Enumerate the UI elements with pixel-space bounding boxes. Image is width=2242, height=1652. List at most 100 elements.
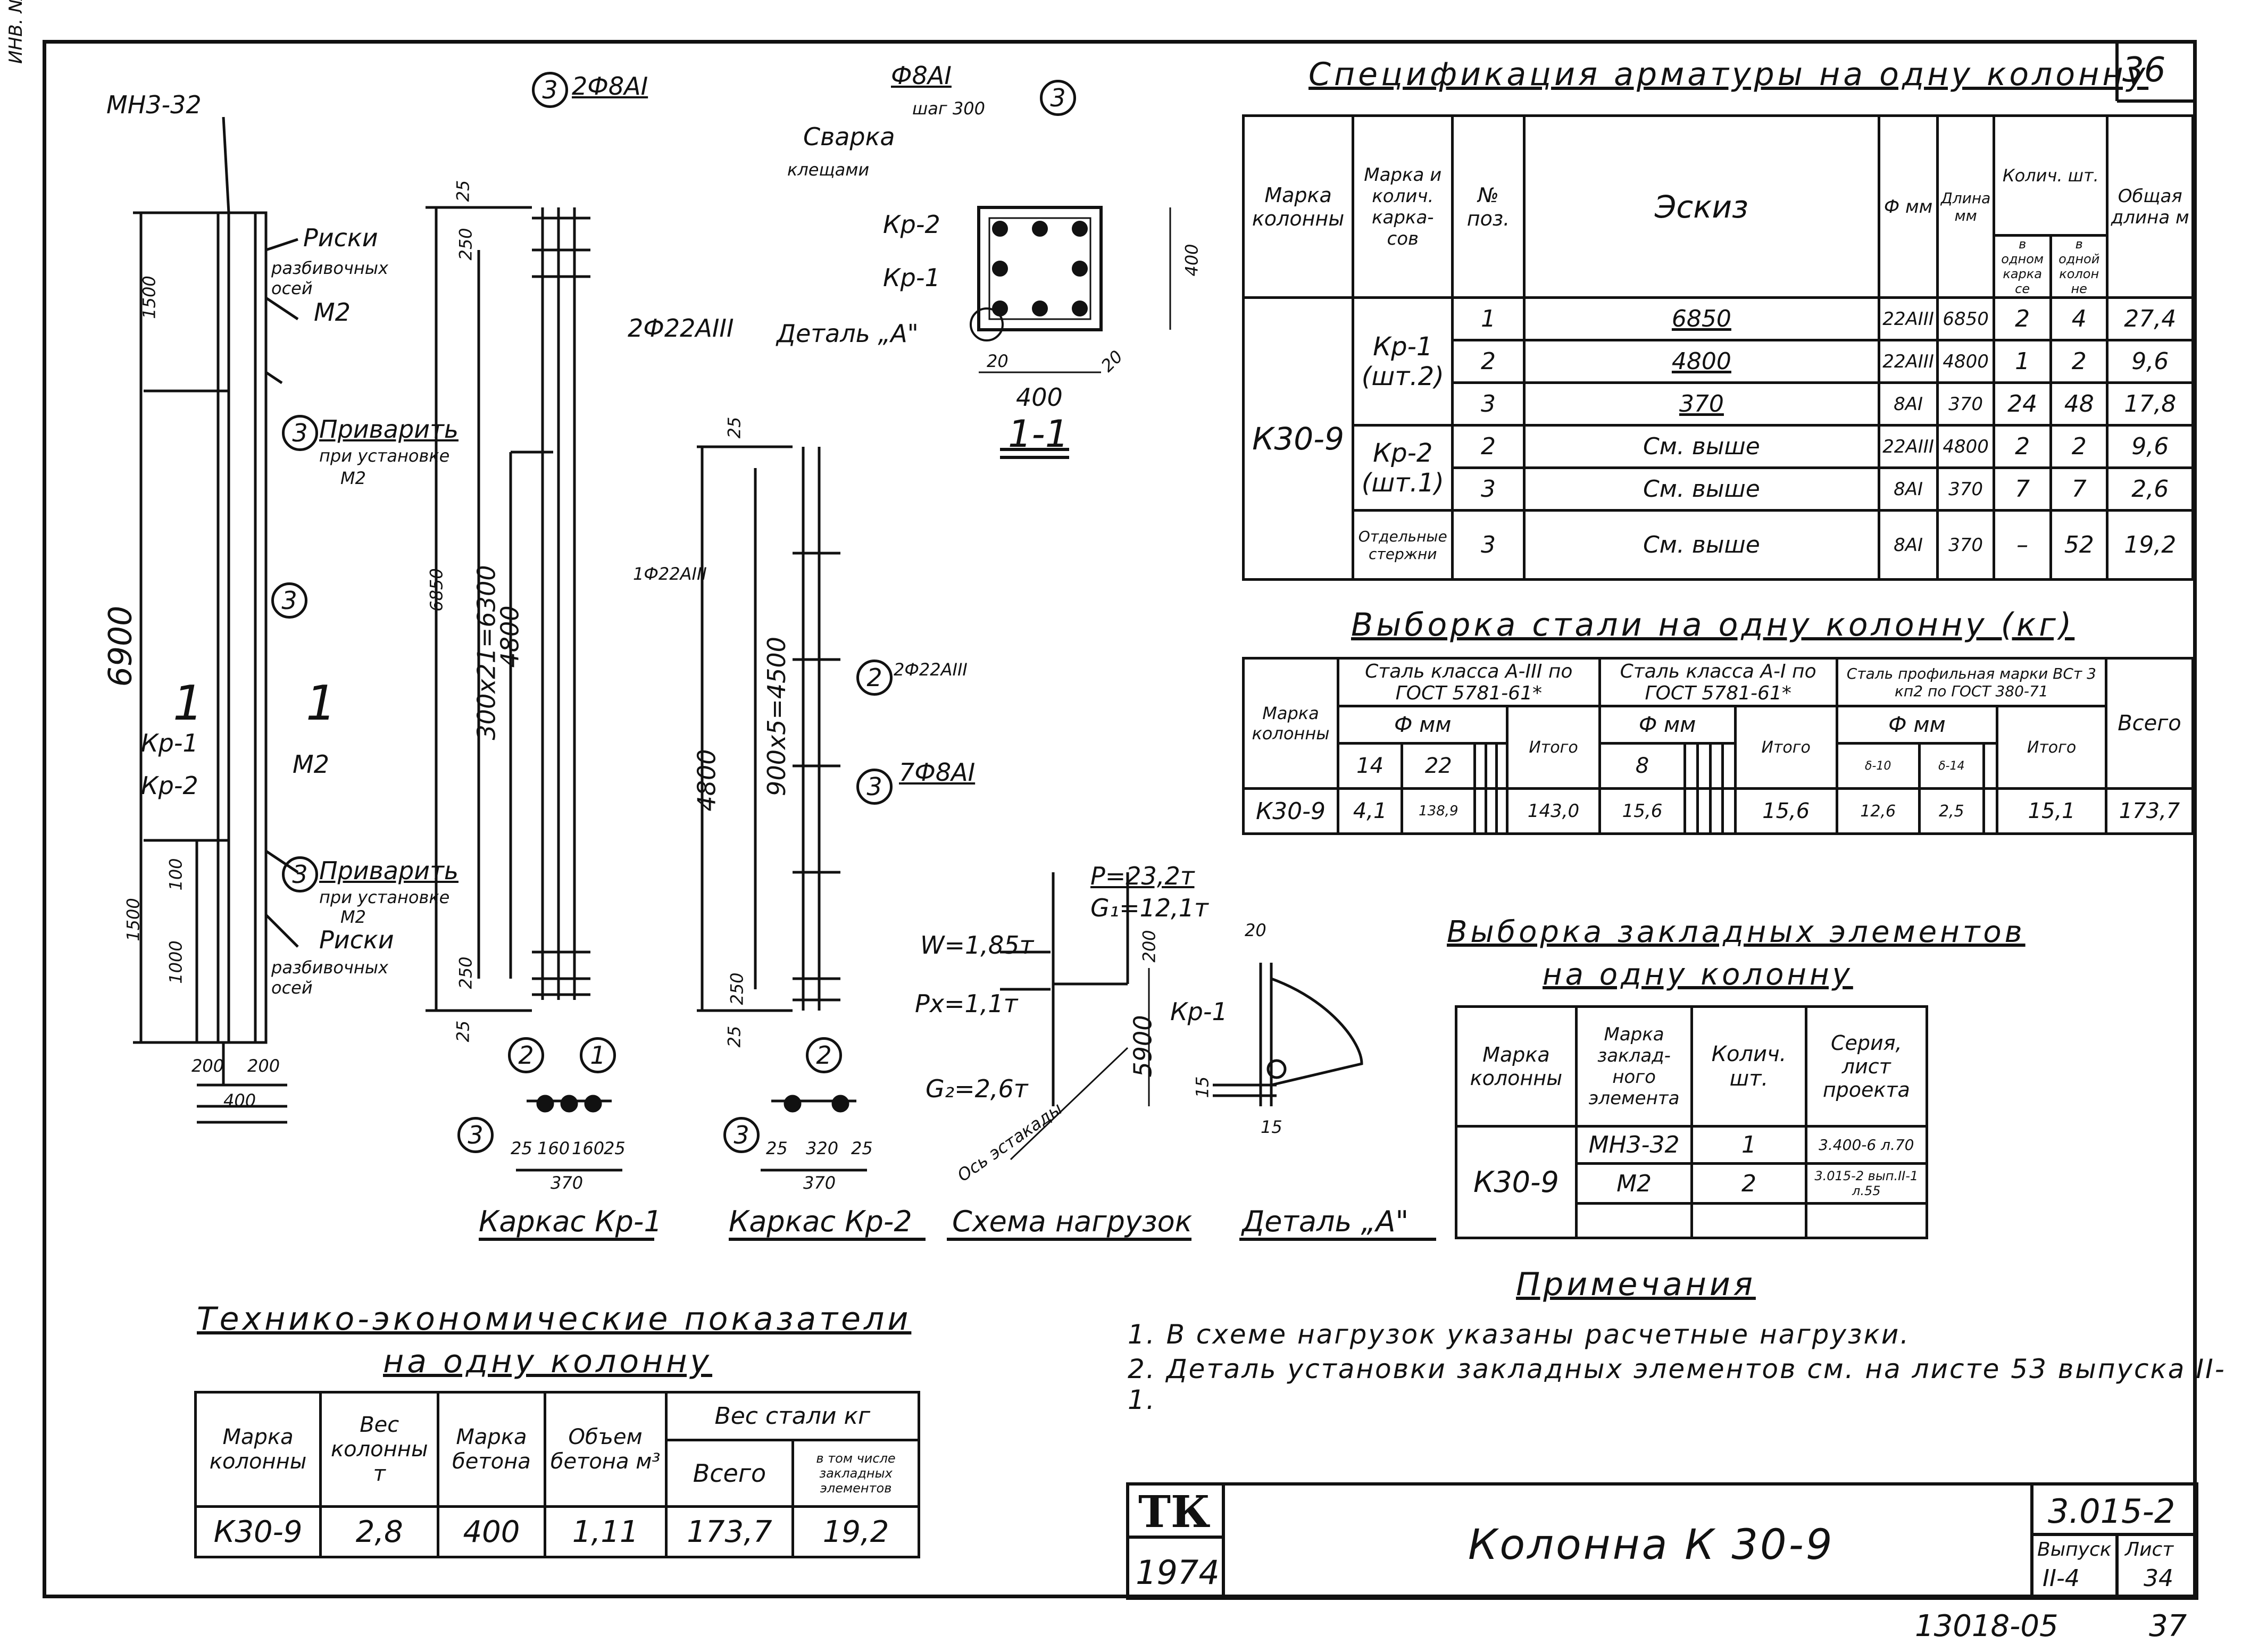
kr2-pos2-marker: 2 [856,660,893,696]
spec-phi: 22AIII [1878,424,1939,469]
kr1-sec-pos2: 2 [508,1037,544,1073]
stamp-name: Колонна К 30-9 [1468,1521,1835,1569]
spec-q2: 4 [2049,296,2109,341]
teo-concrete: 400 [437,1505,546,1558]
kr2-frame [697,445,840,1012]
steel-h-phi: Ф мм [1835,705,1999,745]
steel-val: 173,7 [2105,787,2194,835]
teo-title2: на одну колонну [383,1343,713,1380]
steel-val: 15,6 [1733,787,1838,835]
spec-group-kr1: Кр-1 (шт.2) [1352,296,1454,427]
spec-pos: 2 [1451,424,1526,469]
kr2-d25b: 25 [724,1025,745,1048]
spec-sketch: 4800 [1522,339,1881,384]
spec-h-qty-frame: в одном карка се [1993,234,2052,299]
embed-el: МН3-32 [1574,1125,1694,1165]
kr1-d25c: 25 [511,1138,532,1158]
spec-h-qty: Колич. шт. [1993,114,2109,237]
kr1-d160b: 160 [572,1138,605,1158]
teo-h-all: Всего [664,1439,795,1508]
bottom-code: 13018-05 [1915,1609,2058,1643]
steel-d: 22 [1401,742,1477,790]
spec-pos: 3 [1451,509,1526,581]
sec-svarka2: клещами [787,160,870,180]
kr1-dim-6850: 6850 [426,568,447,612]
detA-d15b: 15 [1261,1117,1282,1137]
spec-q2: 2 [2049,339,2109,384]
teo-h-volume: Объем бетона м³ [543,1391,668,1508]
spec-total: 9,6 [2106,339,2194,384]
steel-h-vsego: Всего [2105,657,2194,790]
teo-mark: К30-9 [194,1505,322,1558]
column-elevation [133,116,299,1124]
kr1-d250a: 250 [455,228,476,261]
col-kr2: Кр-2 [141,771,198,800]
col-privarit-bot: Приварить [319,856,459,885]
embed-qty: 1 [1690,1125,1807,1165]
corner-number: 36 [2122,51,2166,90]
col-dim-200b: 200 [247,1056,280,1076]
load-W: W=1,85т [920,931,1034,960]
kr2-lbl3: 7Ф8АI [899,758,976,787]
kr2-pos3-marker: 3 [856,769,893,805]
kr1-sec-pos1: 1 [580,1037,616,1073]
spec-column-mark: К30-9 [1241,296,1355,581]
section-1-1 [970,206,1171,459]
kr2-dim-4800: 4800 [692,749,721,812]
spec-len: 4800 [1936,339,1996,384]
col-riski-bot: Риски [319,925,394,954]
load-G1: G₁=12,1т [1090,894,1208,922]
spec-phi: 22AIII [1878,339,1939,384]
load-d200: 200 [1139,930,1160,963]
col-pos3-marker: 3 [282,415,318,451]
spec-h-col: Марка колонны [1241,114,1355,299]
spec-h-phi: Ф мм [1878,114,1939,299]
stamp-issue: II-4 [2043,1565,2080,1592]
teo-h-concrete: Марка бетона [437,1391,546,1508]
steel-val: 143,0 [1506,787,1601,835]
embed-col: К30-9 [1455,1125,1578,1239]
kr1-lbl1: 2Ф22АIII [628,314,734,343]
teo-all: 173,7 [664,1505,795,1558]
spec-q2: 52 [2049,509,2109,581]
detail-a [1213,963,1363,1106]
stamp-sheet: 34 [2144,1565,2173,1592]
sec-pos3-marker: 3 [1040,80,1076,116]
kr1-d250b: 250 [455,956,476,989]
spec-sketch: 370 [1522,381,1881,427]
kr2-lbl2: 2Ф22АIII [894,660,968,680]
col-top-label: МН3-32 [106,90,202,119]
embed-series: 3.400-6 л.70 [1804,1125,1929,1165]
col-dim-1500b: 1500 [123,898,144,941]
detA-caption: Деталь „А" [1242,1205,1409,1238]
spec-len: 4800 [1936,424,1996,469]
load-P: Р=23,2т [1090,862,1195,890]
spec-len: 370 [1936,381,1996,427]
steel-val: 4,1 [1336,787,1404,835]
kr1-frame [426,206,590,1012]
kr2-dim-seq: 900х5=4500 [762,637,791,796]
steel-d: 14 [1336,742,1404,790]
sec-kr2: Кр-2 [883,210,940,239]
spec-h-frame: Марка и колич. карка- сов [1352,114,1454,299]
spec-title: Спецификация арматуры на одну колонну [1308,56,2149,93]
kr2-caption: Каркас Кр-2 [729,1205,912,1238]
col-dim-1500a: 1500 [139,276,160,319]
col-dim-400: 400 [223,1090,256,1111]
spec-len: 370 [1936,466,1996,512]
steel-val: 138,9 [1401,787,1477,835]
spec-h-total: Общая длина м [2106,114,2194,299]
col-m2-top: М2 [314,298,351,327]
sec-bar: Ф8АI [891,61,952,90]
col-privarit3-bot: М2 [340,907,366,927]
detA-d20: 20 [1245,920,1266,940]
spec-total: 2,6 [2106,466,2194,512]
teo-title: Технико-экономические показатели [197,1300,912,1338]
steel-h-itogo: Итого [1506,705,1601,790]
kr1-d25b: 25 [453,1020,473,1042]
embed-table: Марка колонны Марка заклад- ного элемент… [1455,1005,1929,1239]
col-cut-right: 1 [306,675,337,731]
kr1-d25a: 25 [453,180,473,202]
teo-h-steel: Вес стали кг [664,1391,921,1441]
sec-step: шаг 300 [912,98,985,119]
